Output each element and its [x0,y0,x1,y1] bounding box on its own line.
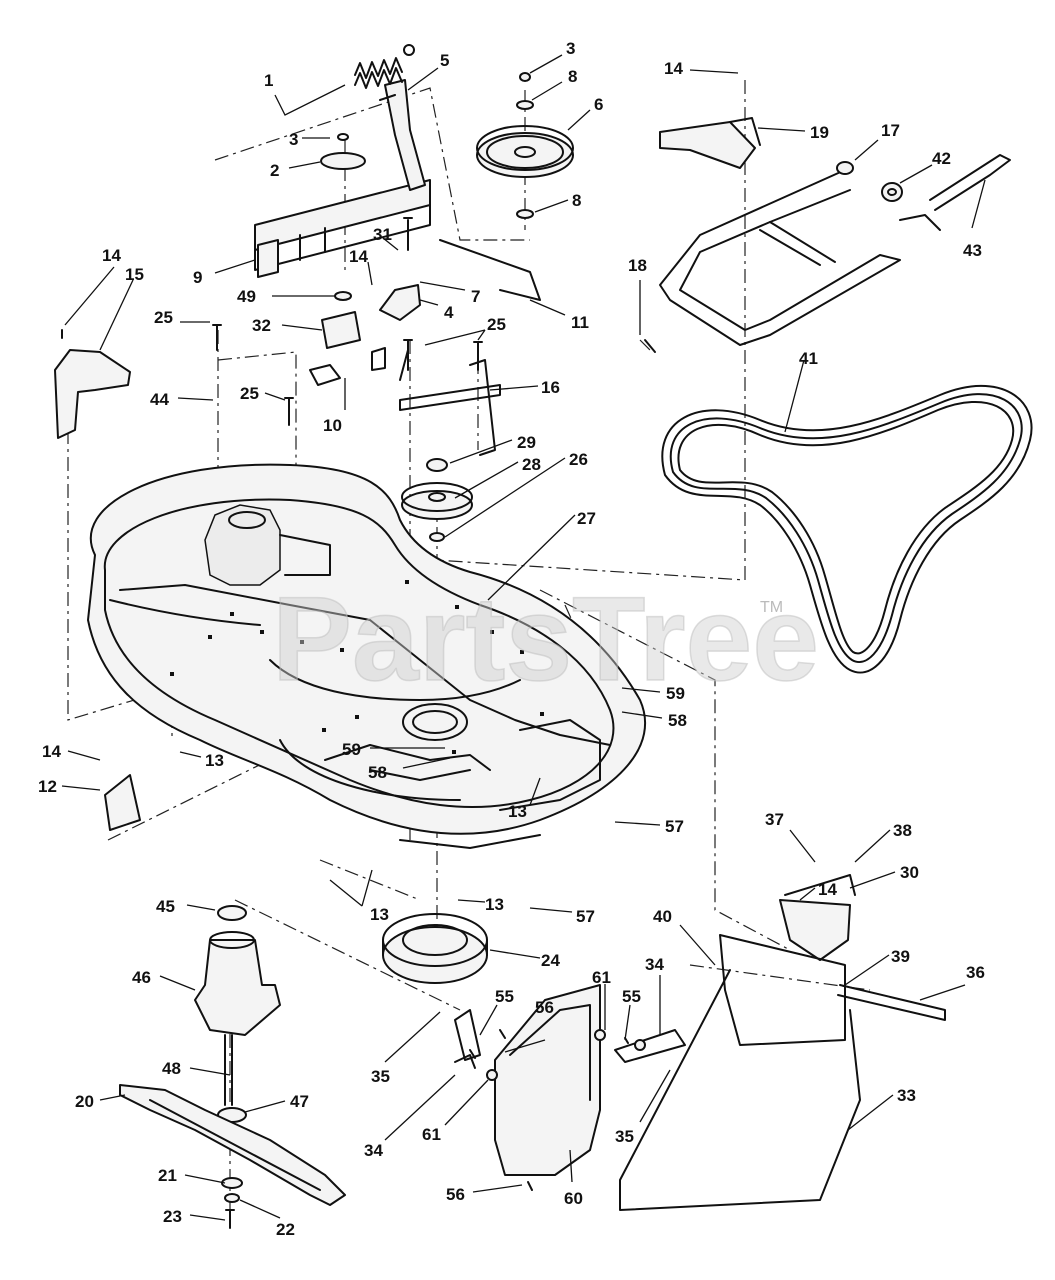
callout-25: 25 [154,308,173,327]
callout-55: 55 [622,987,641,1006]
callout-33: 33 [897,1086,916,1105]
callout-labels: 1 3 2 5 3 8 6 8 14 19 17 42 43 9 31 14 7… [38,39,985,1239]
bracket-15 [54,329,131,439]
callout-9: 9 [193,268,202,287]
callout-18: 18 [628,256,647,275]
callout-56: 56 [535,998,554,1017]
callout-26: 26 [569,450,588,469]
callout-40: 40 [653,907,672,926]
callout-3: 3 [289,130,298,149]
spindle-housing [194,905,281,1123]
callout-57: 57 [576,907,595,926]
washer-2 [320,152,366,170]
callout-29: 29 [517,433,536,452]
callout-58: 58 [668,711,687,730]
callout-25: 25 [240,384,259,403]
callout-47: 47 [290,1092,309,1111]
callout-42: 42 [932,149,951,168]
callout-6: 6 [594,95,603,114]
callout-28: 28 [522,455,541,474]
callout-23: 23 [163,1207,182,1226]
bracket-4 [379,284,421,321]
callout-57: 57 [665,817,684,836]
pulley-6 [476,125,574,178]
callout-14: 14 [42,742,61,761]
callout-21: 21 [158,1166,177,1185]
callout-39: 39 [891,947,910,966]
callout-8: 8 [568,67,577,86]
callout-17: 17 [881,121,900,140]
callout-2: 2 [270,161,279,180]
callout-13: 13 [508,802,527,821]
discharge-chute [619,874,946,1211]
trademark-mark: TM [760,599,783,616]
callout-20: 20 [75,1092,94,1111]
callout-61: 61 [422,1125,441,1144]
callout-36: 36 [966,963,985,982]
callout-61: 61 [592,968,611,987]
callout-60: 60 [564,1189,583,1208]
callout-14: 14 [349,247,368,266]
callout-38: 38 [893,821,912,840]
callout-19: 19 [810,123,829,142]
lift-handle-assembly [644,117,1011,353]
callout-27: 27 [577,509,596,528]
callout-37: 37 [765,810,784,829]
callout-59: 59 [666,684,685,703]
callout-8: 8 [572,191,581,210]
callout-15: 15 [125,265,144,284]
callout-13: 13 [370,905,389,924]
callout-16: 16 [541,378,560,397]
callout-7: 7 [471,287,480,306]
mower-deck-housing [87,463,646,849]
callout-1: 1 [264,71,273,90]
callout-41: 41 [799,349,818,368]
callout-22: 22 [276,1220,295,1239]
callout-4: 4 [444,303,454,322]
callout-30: 30 [900,863,919,882]
drive-belt [661,384,1033,674]
callout-35: 35 [371,1067,390,1086]
deck-gearbox [204,504,331,586]
callout-59: 59 [342,740,361,759]
callout-34: 34 [645,955,664,974]
callout-24: 24 [541,951,560,970]
deck-bolt-holes [170,580,544,754]
callout-11: 11 [571,313,589,332]
callout-5: 5 [440,51,449,70]
callout-12: 12 [38,777,57,796]
watermark-text: PartsTree [272,572,819,706]
callout-32: 32 [252,316,271,335]
blade [119,1084,346,1229]
callout-13: 13 [485,895,504,914]
callout-31: 31 [373,225,392,244]
spring [354,44,415,89]
callout-56: 56 [446,1185,465,1204]
callout-14: 14 [818,880,837,899]
pulley-28-stack [401,458,473,542]
callout-25: 25 [487,315,506,334]
callout-55: 55 [495,987,514,1006]
leader-lines [61,54,986,1221]
callout-34: 34 [364,1141,383,1160]
callout-13: 13 [205,751,224,770]
bracket-12 [104,774,141,831]
callout-43: 43 [963,241,982,260]
callout-3: 3 [566,39,575,58]
callout-46: 46 [132,968,151,987]
callout-49: 49 [237,287,256,306]
callout-48: 48 [162,1059,181,1078]
callout-44: 44 [150,390,169,409]
callout-14: 14 [102,246,121,265]
callout-14: 14 [664,59,683,78]
bearing-ring [382,913,488,984]
callout-45: 45 [156,897,175,916]
watermark: PartsTree TM [271,571,820,707]
callout-10: 10 [323,416,342,435]
deflector-plate [454,984,686,1191]
callout-35: 35 [615,1127,634,1146]
callout-58: 58 [368,763,387,782]
